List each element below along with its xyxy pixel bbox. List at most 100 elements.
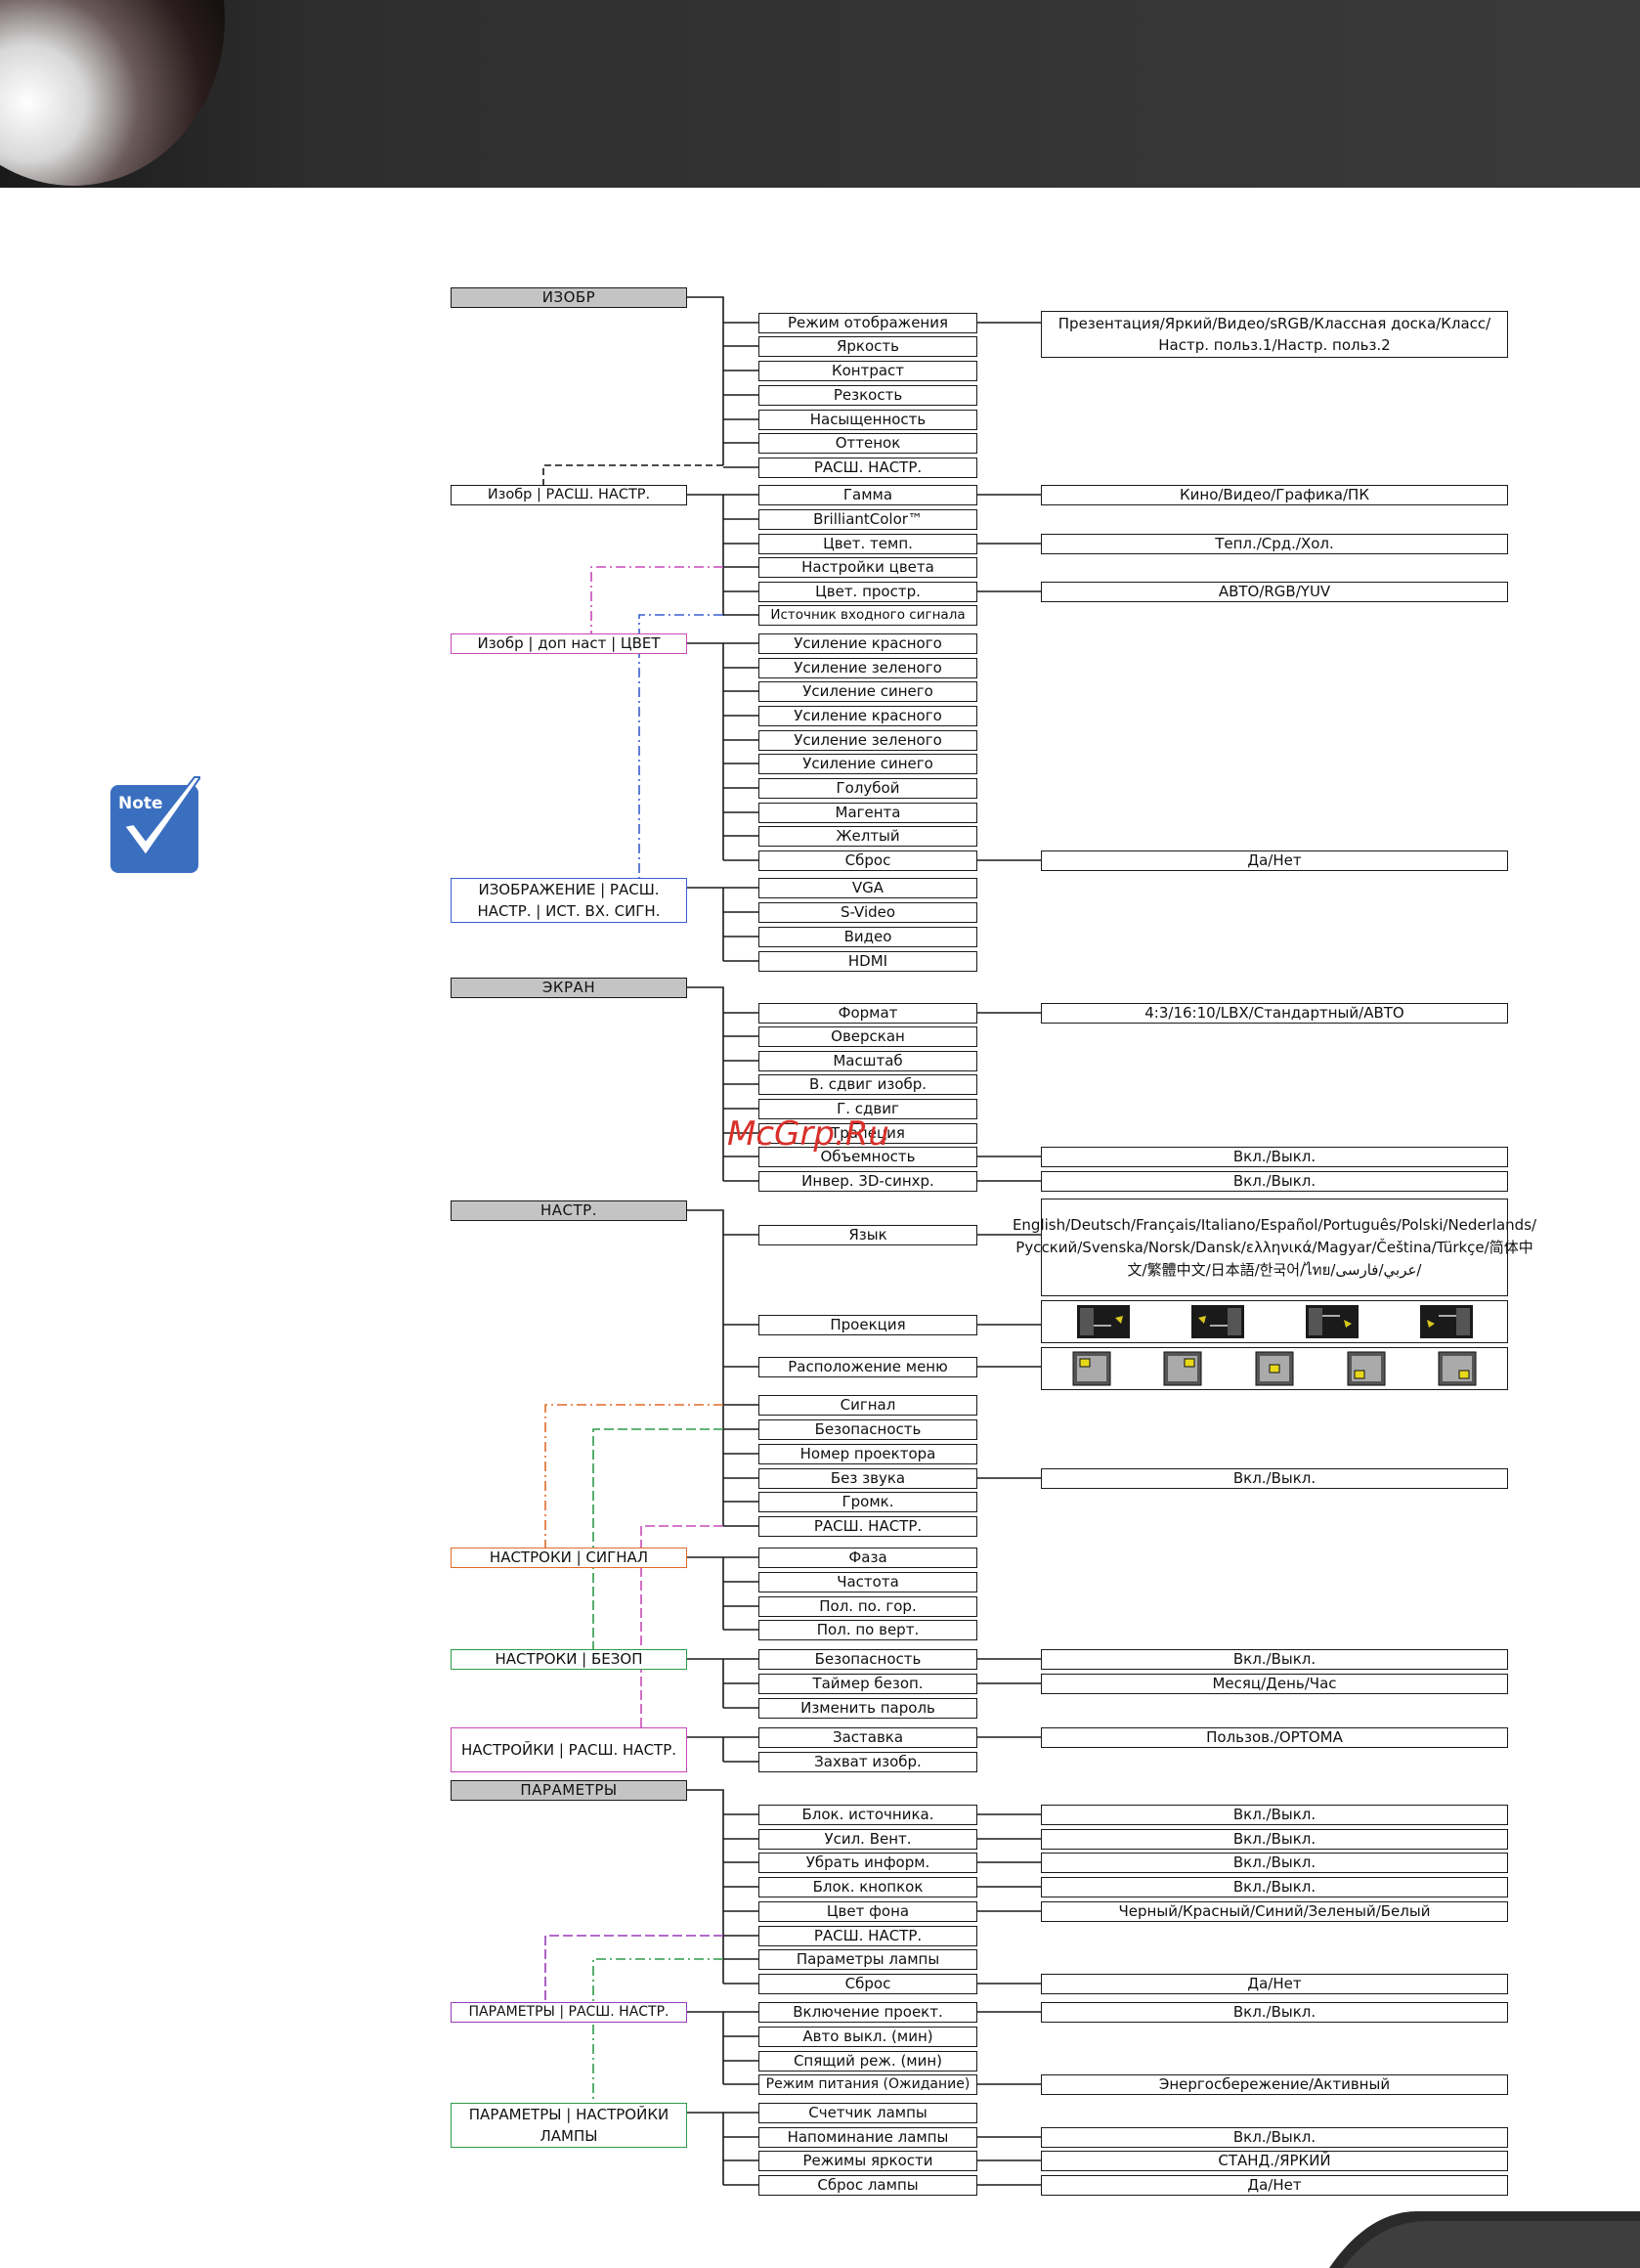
keypad-lock-values: Вкл./Выкл. (1041, 1877, 1508, 1897)
logo-values: Пользов./OPTOMA (1041, 1727, 1508, 1748)
menu-item-v-position[interactable]: Пол. по верт. (758, 1620, 977, 1640)
menu-item-logo[interactable]: Заставка (758, 1727, 977, 1748)
menu-header-options-advanced[interactable]: ПАРАМЕТРЫ | РАСШ. НАСТР. (451, 2002, 687, 2023)
high-altitude-values: Вкл./Выкл. (1041, 1829, 1508, 1850)
menu-item-keypad-lock[interactable]: Блок. кнопкок (758, 1877, 977, 1897)
menu-item-keystone[interactable]: Трапеция (758, 1123, 977, 1144)
menu-location-top-left-icon (1072, 1351, 1111, 1386)
menu-header-image[interactable]: ИЗОБР (451, 287, 687, 308)
lamp-reset-values: Да/Нет (1041, 2175, 1508, 2196)
menu-header-setup-security[interactable]: НАСТРОКИ | БЕЗОП (451, 1649, 687, 1670)
menu-item-info-hide[interactable]: Убрать информ. (758, 1853, 977, 1873)
menu-header-image-input[interactable]: ИЗОБРАЖЕНИЕ | РАСШ. НАСТР. | ИСТ. ВХ. СИ… (451, 878, 687, 923)
menu-item-3d-invert[interactable]: Инвер. 3D-синхр. (758, 1171, 977, 1192)
menu-item-brightness-mode[interactable]: Режимы яркости (758, 2151, 977, 2171)
menu-item-options-reset[interactable]: Сброс (758, 1974, 977, 1994)
menu-item-frequency[interactable]: Частота (758, 1572, 977, 1592)
menu-item-yellow[interactable]: Желтый (758, 826, 977, 847)
menu-location-bottom-right-icon (1438, 1351, 1477, 1386)
projection-front-desk-icon (1076, 1305, 1130, 1338)
watermark-text: McGrp.Ru (727, 1114, 889, 1154)
menu-header-setup-advanced[interactable]: НАСТРОЙКИ | РАСШ. НАСТР. (451, 1727, 687, 1772)
menu-item-security-toggle[interactable]: Безопасность (758, 1649, 977, 1670)
menu-item-security[interactable]: Безопасность (758, 1419, 977, 1440)
menu-item-green-gain[interactable]: Усиление зеленого (758, 658, 977, 678)
menu-item-lamp-reset[interactable]: Сброс лампы (758, 2175, 977, 2196)
menu-item-color-settings[interactable]: Настройки цвета (758, 557, 977, 578)
menu-item-contrast[interactable]: Контраст (758, 361, 977, 381)
menu-item-color-temp[interactable]: Цвет. темп. (758, 534, 977, 554)
menu-item-lamp-hours[interactable]: Счетчик лампы (758, 2103, 977, 2123)
link-setup-adv (640, 1525, 723, 1727)
link-lamp-settings (592, 1958, 723, 2103)
menu-item-logo-capture[interactable]: Захват изобр. (758, 1752, 977, 1772)
menu-item-h-shift[interactable]: Г. сдвиг (758, 1099, 977, 1119)
menu-item-sleep-timer[interactable]: Спящий реж. (мин) (758, 2051, 977, 2072)
menu-item-setup-advanced[interactable]: РАСШ. НАСТР. (758, 1516, 977, 1537)
brightness-mode-values: СТАНД./ЯРКИЙ (1041, 2151, 1508, 2171)
menu-header-lamp-settings[interactable]: ПАРАМЕТРЫ | НАСТРОЙКИ ЛАМПЫ (451, 2103, 687, 2148)
menu-item-sharpness[interactable]: Резкость (758, 385, 977, 406)
menu-item-red-gain[interactable]: Усиление красного (758, 633, 977, 654)
menu-item-color-space[interactable]: Цвет. простр. (758, 582, 977, 602)
menu-item-color-reset[interactable]: Сброс (758, 850, 977, 871)
menu-item-background-color[interactable]: Цвет фона (758, 1901, 977, 1922)
menu-item-input-source[interactable]: Источник входного сигнала (758, 605, 977, 626)
projection-rear-ceiling-icon (1419, 1305, 1473, 1338)
menu-item-lamp-reminder[interactable]: Напоминание лампы (758, 2127, 977, 2148)
menu-item-blue-bias[interactable]: Усиление синего (758, 754, 977, 774)
menu-item-auto-power-off[interactable]: Авто выкл. (мин) (758, 2027, 977, 2047)
page-banner (0, 0, 1640, 188)
menu-item-tint[interactable]: Оттенок (758, 433, 977, 454)
menu-header-screen[interactable]: ЭКРАН (451, 978, 687, 998)
menu-item-v-shift[interactable]: В. сдвиг изобр. (758, 1074, 977, 1095)
menu-item-cyan[interactable]: Голубой (758, 778, 977, 799)
menu-header-image-color[interactable]: Изобр | доп наст | ЦВЕТ (451, 633, 687, 654)
menu-item-overscan[interactable]: Оверскан (758, 1026, 977, 1047)
menu-item-security-timer[interactable]: Таймер безоп. (758, 1674, 977, 1694)
link-security (592, 1428, 723, 1649)
menu-item-change-password[interactable]: Изменить пароль (758, 1698, 977, 1719)
menu-item-menu-location[interactable]: Расположение меню (758, 1357, 977, 1377)
projection-rear-desk-icon (1190, 1305, 1244, 1338)
security-timer-values: Месяц/День/Час (1041, 1674, 1508, 1694)
menu-item-volume[interactable]: Громк. (758, 1492, 977, 1512)
menu-item-advanced[interactable]: РАСШ. НАСТР. (758, 458, 977, 478)
menu-item-mute[interactable]: Без звука (758, 1468, 977, 1489)
menu-item-options-advanced[interactable]: РАСШ. НАСТР. (758, 1926, 977, 1946)
menu-item-3d[interactable]: Объемность (758, 1147, 977, 1167)
menu-item-phase[interactable]: Фаза (758, 1548, 977, 1568)
menu-item-brightness[interactable]: Яркость (758, 336, 977, 357)
power-mode-values: Энергосбережение/Активный (1041, 2074, 1508, 2095)
menu-item-vga[interactable]: VGA (758, 878, 977, 898)
menu-item-signal[interactable]: Сигнал (758, 1395, 977, 1416)
menu-item-h-position[interactable]: Пол. по. гор. (758, 1596, 977, 1617)
menu-item-format[interactable]: Формат (758, 1003, 977, 1024)
menu-item-source-lock[interactable]: Блок. источника. (758, 1805, 977, 1825)
menu-item-power-mode[interactable]: Режим питания (Ожидание) (758, 2074, 977, 2095)
menu-header-setup-signal[interactable]: НАСТРОКИ | СИГНАЛ (451, 1548, 687, 1568)
menu-item-blue-gain[interactable]: Усиление синего (758, 681, 977, 702)
menu-item-red-bias[interactable]: Усиление красного (758, 706, 977, 726)
menu-header-image-advanced[interactable]: Изобр | РАСШ. НАСТР. (451, 485, 687, 505)
menu-item-lamp-settings[interactable]: Параметры лампы (758, 1949, 977, 1970)
menu-item-display-mode[interactable]: Режим отображения (758, 313, 977, 333)
menu-item-zoom[interactable]: Масштаб (758, 1051, 977, 1071)
menu-item-direct-power-on[interactable]: Включение проект. (758, 2002, 977, 2023)
menu-item-svideo[interactable]: S-Video (758, 902, 977, 923)
menu-header-options[interactable]: ПАРАМЕТРЫ (451, 1780, 687, 1801)
menu-item-video[interactable]: Видео (758, 927, 977, 947)
menu-item-gamma[interactable]: Гамма (758, 485, 977, 505)
menu-item-brilliantcolor[interactable]: BrilliantColor™ (758, 509, 977, 530)
menu-item-hdmi[interactable]: HDMI (758, 951, 977, 972)
page-corner-tab (1329, 2211, 1640, 2268)
menu-item-magenta[interactable]: Магента (758, 803, 977, 823)
menu-item-projector-id[interactable]: Номер проектора (758, 1444, 977, 1464)
menu-item-projection[interactable]: Проекция (758, 1315, 977, 1335)
menu-item-green-bias[interactable]: Усиление зеленого (758, 730, 977, 751)
menu-item-language[interactable]: Язык (758, 1225, 977, 1245)
menu-header-setup[interactable]: НАСТР. (451, 1200, 687, 1221)
menu-item-saturation[interactable]: Насыщенность (758, 410, 977, 430)
menu-item-high-altitude[interactable]: Усил. Вент. (758, 1829, 977, 1850)
